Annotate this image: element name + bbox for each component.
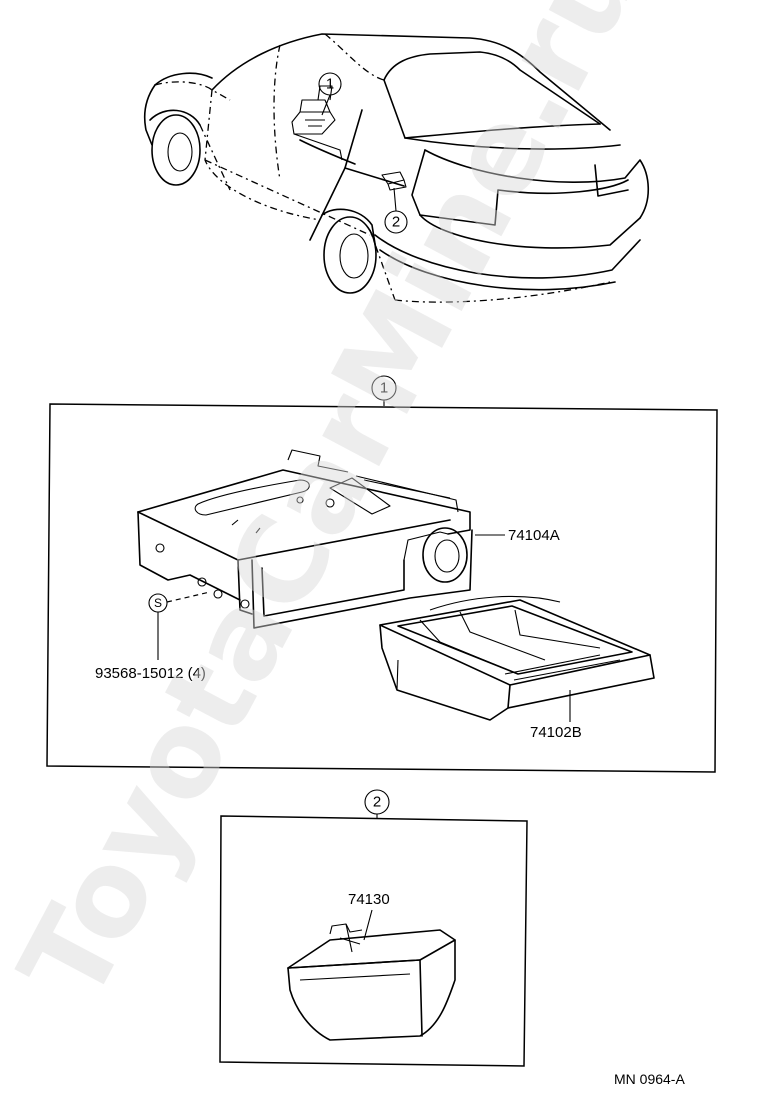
console-box-drawing <box>287 923 456 1041</box>
section-2-frame <box>219 815 528 1067</box>
screw-symbol-letter: S <box>154 596 162 610</box>
watermark: ToyotaCarMine.ru <box>0 0 666 1023</box>
car-callout-2-number: 2 <box>392 214 400 231</box>
section-1: 1 74104A <box>46 375 718 773</box>
section-2: 2 74130 <box>219 789 528 1067</box>
label-74104a: 74104A <box>508 527 560 544</box>
label-93568-15012: 93568-15012 (4) <box>95 665 206 682</box>
section-1-frame <box>46 403 718 773</box>
car-overview: 1 2 <box>143 33 650 303</box>
bracket-drawing <box>137 449 473 629</box>
label-74102b: 74102B <box>530 724 582 741</box>
figure-code: MN 0964-A <box>614 1071 685 1087</box>
section-1-number: 1 <box>380 380 388 397</box>
section-2-number: 2 <box>373 794 381 811</box>
label-74130: 74130 <box>348 891 390 908</box>
box-drawing <box>379 595 655 721</box>
car-callout-1-number: 1 <box>326 76 334 93</box>
